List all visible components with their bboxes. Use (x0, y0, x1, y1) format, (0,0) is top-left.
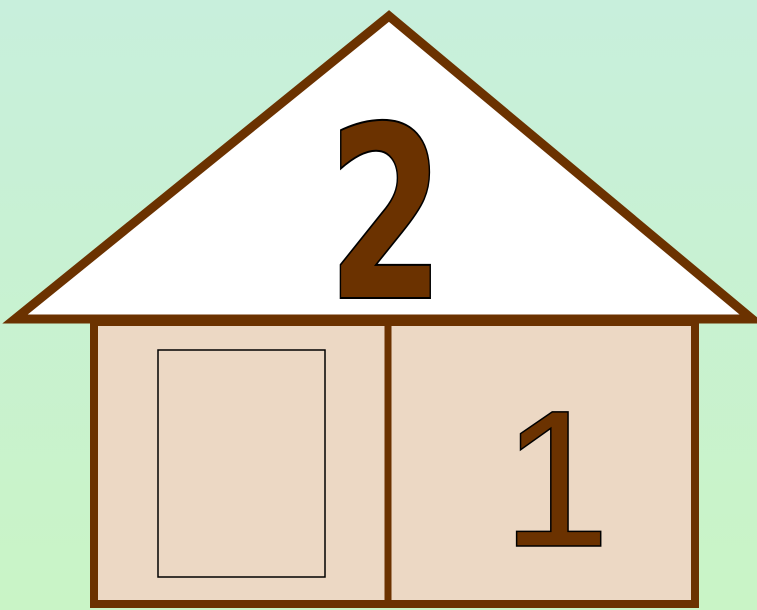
right-room-number: 1 (502, 370, 610, 588)
roof-number: 2 (327, 75, 445, 355)
